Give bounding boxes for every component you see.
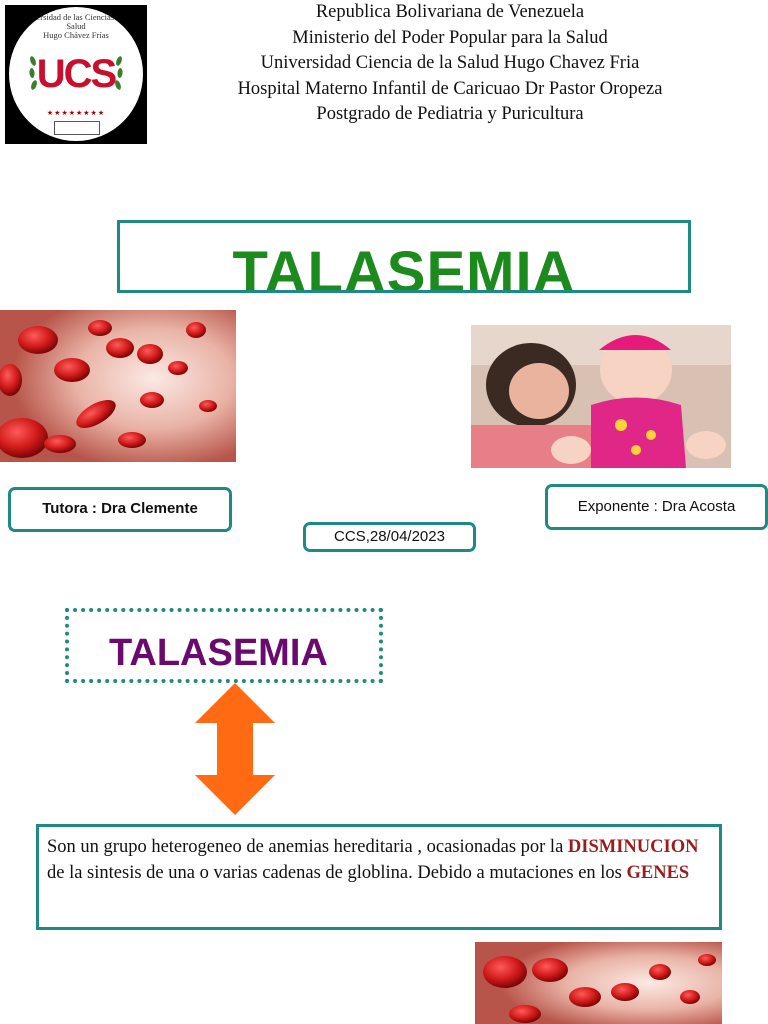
definition-highlight-2: GENES <box>626 862 690 883</box>
main-title-box: TALASEMIA <box>117 220 691 293</box>
logo-arc-text: Universidad de las Ciencias de la Salud … <box>9 13 143 40</box>
header-line-4: Hospital Materno Infantil de Caricuao Dr… <box>237 78 663 99</box>
mother-baby-photo <box>471 325 731 468</box>
date-label: CCS,28/04/2023 <box>303 522 476 552</box>
university-logo: Universidad de las Ciencias de la Salud … <box>5 5 147 144</box>
logo-arc-line-2: Hugo Chávez Frías <box>43 30 109 40</box>
exponente-label: Exponente : Dra Acosta <box>545 484 768 530</box>
red-blood-cells-image <box>0 310 236 462</box>
definition-highlight-1: DISMINUCION <box>567 837 699 857</box>
logo-brand-text: UCS <box>37 52 117 96</box>
header-line-1: Republica Bolivariana de Venezuela <box>315 2 585 22</box>
subtitle-text: TALASEMIA <box>109 632 328 674</box>
header-line-3: Universidad Ciencia de la Salud Hugo Cha… <box>260 53 640 73</box>
definition-box: Son un grupo heterogeneo de anemias here… <box>36 824 722 930</box>
institution-header: Republica Bolivariana de Venezuela Minis… <box>165 0 735 128</box>
header-line-5: Postgrado de Pediatria y Puricultura <box>316 104 584 124</box>
definition-text-2: de la sintesis de una o varias cadenas d… <box>47 862 627 883</box>
logo-stars: ★★★★★★★★ <box>46 109 106 117</box>
definition-text-1: Son un grupo heterogeneo de anemias here… <box>47 837 568 857</box>
main-title: TALASEMIA <box>232 240 576 293</box>
subtitle-box: TALASEMIA <box>65 608 383 683</box>
double-arrow-icon <box>195 683 275 815</box>
red-blood-cells-image-2 <box>475 942 722 1024</box>
logo-book-icon <box>54 121 100 135</box>
tutora-label: Tutora : Dra Clemente <box>8 487 232 532</box>
header-line-2: Ministerio del Poder Popular para la Sal… <box>292 27 608 48</box>
logo-seal: Universidad de las Ciencias de la Salud … <box>9 7 143 141</box>
logo-arc-line-1: Universidad de las Ciencias de la Salud <box>19 12 133 31</box>
logo-ucs-mark: UCS <box>29 52 123 96</box>
